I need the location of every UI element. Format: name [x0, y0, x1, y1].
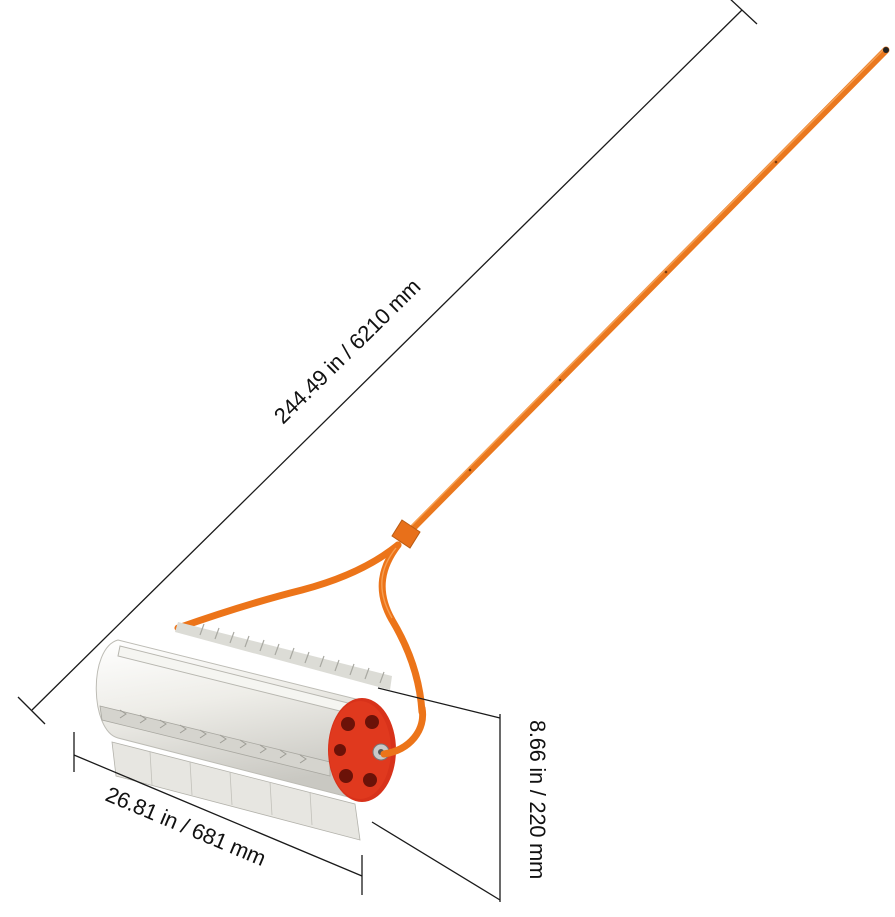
roller-drum: [95, 639, 361, 841]
length-label: 244.49 in / 6210 mm: [269, 274, 425, 429]
frame-arms: [174, 541, 426, 716]
height-label: 8.66 in / 220 mm: [525, 720, 550, 879]
back-spikes: [175, 622, 392, 690]
handle: [391, 46, 890, 549]
height-dimension: 8.66 in / 220 mm: [371, 687, 550, 902]
axle-arm: [380, 704, 427, 758]
end-cap: [328, 698, 396, 802]
